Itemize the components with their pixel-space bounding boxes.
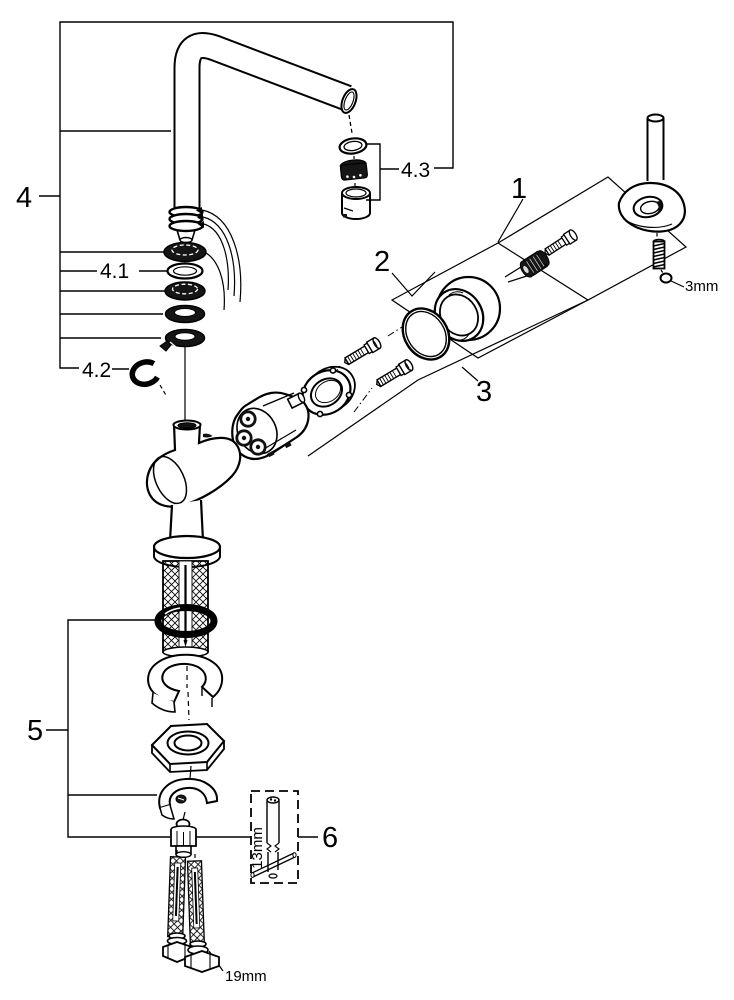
spout-tube [173,32,358,213]
fixing-screw-1 [340,335,384,369]
socket-size-label: 13mm [249,827,266,869]
aerator-assembly [338,114,371,220]
mounting-spacer-horseshoe [147,653,224,721]
escutcheon-cap [433,275,502,342]
socket-tool [250,796,297,879]
escutcheon-o-ring [401,307,451,361]
swivel-bearing-rings [159,241,207,423]
socket-tool-box [250,790,299,884]
lever-handle [617,113,686,233]
shank-o-ring [154,604,218,638]
hex-key-size-label: 3mm [685,278,718,295]
callout-leader-lines [39,21,688,972]
callout-6: 6 [322,822,338,854]
callout-5: 5 [27,715,43,747]
faucet-body [145,419,242,542]
callout-labels: 1 2 3 4 4.1 4.2 4.3 5 6 3mm 13mm 19mm [16,159,718,985]
callout-3: 3 [476,376,492,408]
aerator-housing [341,186,371,220]
mounting-nut [150,722,226,780]
hex-adapter [170,818,197,859]
hose-nut-size-label: 19mm [225,968,267,985]
callout-4-2: 4.2 [82,359,111,382]
retaining-clip [129,359,168,398]
cartridge [231,391,310,461]
spout-base-ridges [168,205,204,244]
handle-set-screw [652,233,673,284]
callout-4: 4 [16,182,32,214]
grub-screw-and-cap [519,229,578,278]
fixing-screw-2 [372,357,416,391]
aerator-seal-ring [338,137,368,155]
handle-cap [519,250,550,278]
cartridge-flange [300,365,356,418]
callout-1: 1 [511,173,527,205]
callout-4-3: 4.3 [401,159,430,182]
mounting-clamp [158,777,219,821]
supply-hoses [162,850,220,973]
grub-screw [544,229,578,256]
callout-2: 2 [374,246,390,278]
aerator-insert [339,159,368,181]
callout-4-1: 4.1 [100,260,129,283]
